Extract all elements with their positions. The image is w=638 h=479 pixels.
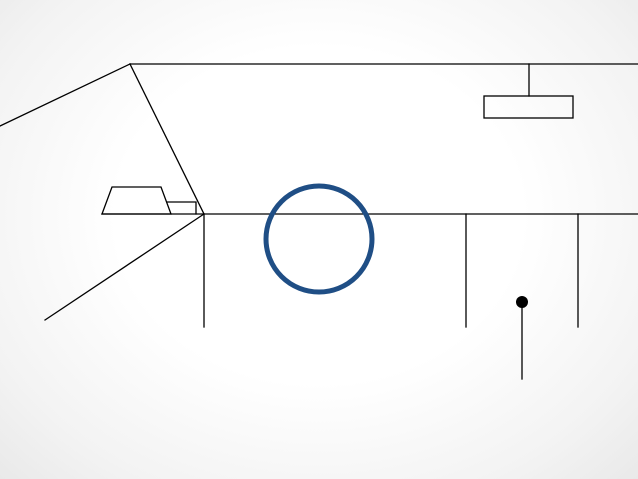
trapezoid-object (101, 186, 172, 215)
left-wall-upper-edge (0, 63, 131, 127)
small-box-object (166, 201, 197, 215)
ceiling-light-fixture (483, 95, 574, 119)
corner-diagonal (129, 63, 205, 215)
left-wall-lower-edge (44, 213, 205, 321)
highlight-circle (263, 183, 375, 295)
pin-marker (516, 296, 528, 308)
